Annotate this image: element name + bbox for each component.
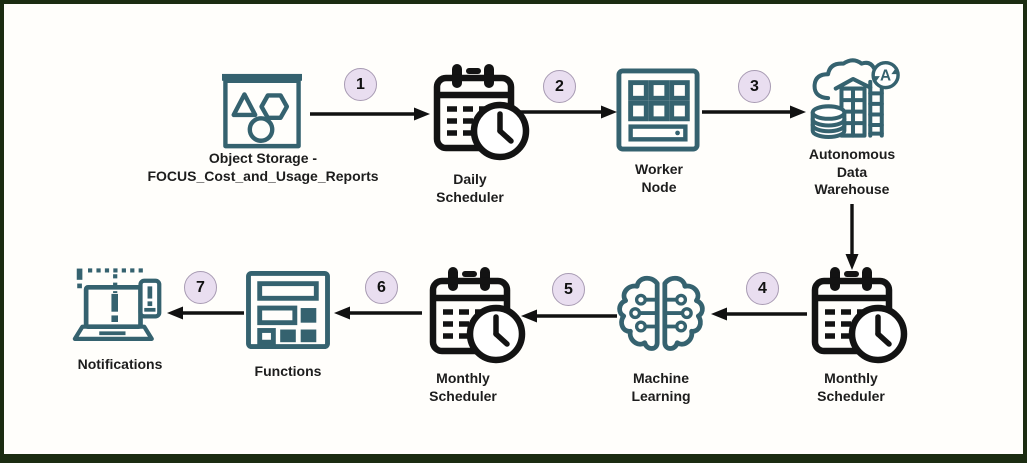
functions-icon	[245, 270, 331, 350]
step-5-badge: 5	[552, 273, 585, 306]
arrow-step-4	[711, 307, 807, 321]
step-5-number: 5	[564, 280, 573, 298]
monthly-scheduler-right-label: Monthly Scheduler	[817, 370, 885, 404]
autonomous-data-warehouse-label: Autonomous Data Warehouse	[808, 146, 896, 197]
functions-label: Functions	[254, 363, 322, 379]
arrow-step-3	[702, 105, 806, 119]
machine-learning-label: Machine Learning	[631, 370, 691, 404]
step-6-badge: 6	[365, 271, 398, 304]
monthly-scheduler-left-calendar-clock-icon	[424, 265, 528, 365]
step-3-badge: 3	[738, 70, 771, 103]
arrow-adw-to-monthly-scheduler	[845, 204, 859, 270]
notifications-label: Notifications	[77, 356, 163, 372]
step-7-number: 7	[196, 278, 205, 296]
arrow-step-2	[520, 105, 617, 119]
monthly-scheduler-left-label: Monthly Scheduler	[429, 370, 497, 404]
step-3-number: 3	[750, 77, 759, 95]
object-storage-icon	[219, 71, 305, 151]
step-2-number: 2	[555, 77, 564, 95]
arrow-step-6	[334, 306, 422, 320]
arrow-step-1	[310, 107, 430, 121]
object-storage-label-line1: Object Storage -	[208, 150, 318, 166]
object-storage-label: Object Storage - FOCUS_Cost_and_Usage_Re…	[147, 150, 378, 185]
step-7-badge: 7	[184, 271, 217, 304]
notifications-laptop-alert-icon	[71, 262, 165, 352]
step-6-number: 6	[377, 278, 386, 296]
autonomous-data-warehouse-icon	[803, 55, 903, 149]
step-4-number: 4	[758, 279, 767, 297]
machine-learning-brain-icon	[616, 271, 706, 359]
worker-node-icon	[615, 67, 701, 153]
worker-node-label: Worker Node	[635, 161, 683, 195]
daily-scheduler-calendar-clock-icon	[428, 62, 532, 162]
step-2-badge: 2	[543, 70, 576, 103]
monthly-scheduler-right-calendar-clock-icon	[806, 265, 910, 365]
step-4-badge: 4	[746, 272, 779, 305]
step-1-number: 1	[356, 75, 365, 93]
object-storage-label-line2: FOCUS_Cost_and_Usage_Reports	[147, 167, 379, 184]
step-1-badge: 1	[344, 68, 377, 101]
arrow-step-5	[521, 309, 617, 323]
arrow-step-7	[167, 306, 244, 320]
daily-scheduler-label: Daily Scheduler	[436, 171, 504, 205]
